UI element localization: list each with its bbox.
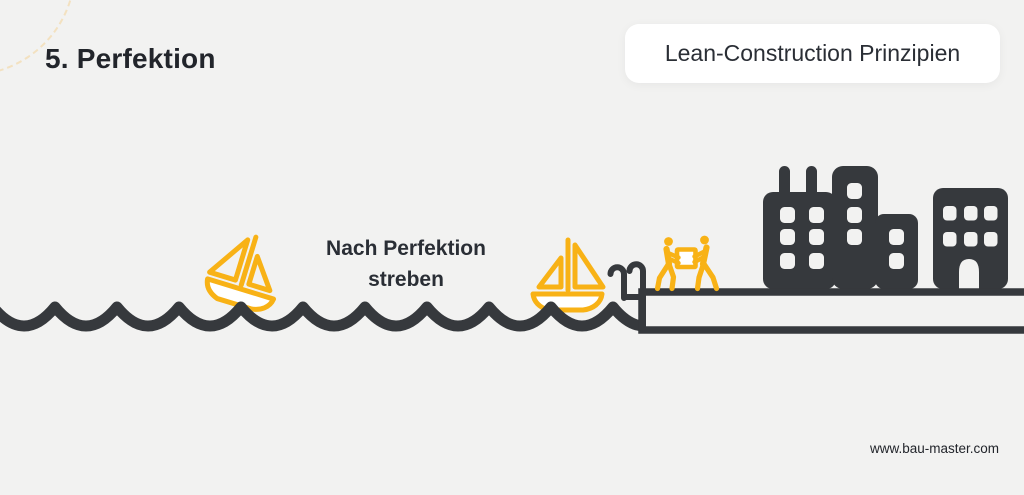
series-badge-label: Lean-Construction Prinzipien	[664, 40, 961, 66]
series-badge: Lean-Construction Prinzipien	[625, 24, 1000, 83]
city-buildings-icon	[763, 166, 1008, 289]
page-title: 5. Perfektion	[45, 43, 216, 74]
dock-icon	[638, 288, 1024, 334]
sailboat-tilted-icon	[204, 234, 277, 312]
ocean-wave-icon	[0, 301, 681, 332]
sailboat-icon	[530, 237, 606, 313]
website-url: www.bau-master.com	[869, 441, 999, 456]
workers-carrying-box-icon	[654, 235, 720, 292]
pool-ladder-icon	[607, 261, 646, 333]
caption-line-2: streben	[368, 268, 444, 291]
caption: Nach Perfektion streben	[326, 233, 486, 295]
caption-line-1: Nach Perfektion	[326, 237, 486, 260]
